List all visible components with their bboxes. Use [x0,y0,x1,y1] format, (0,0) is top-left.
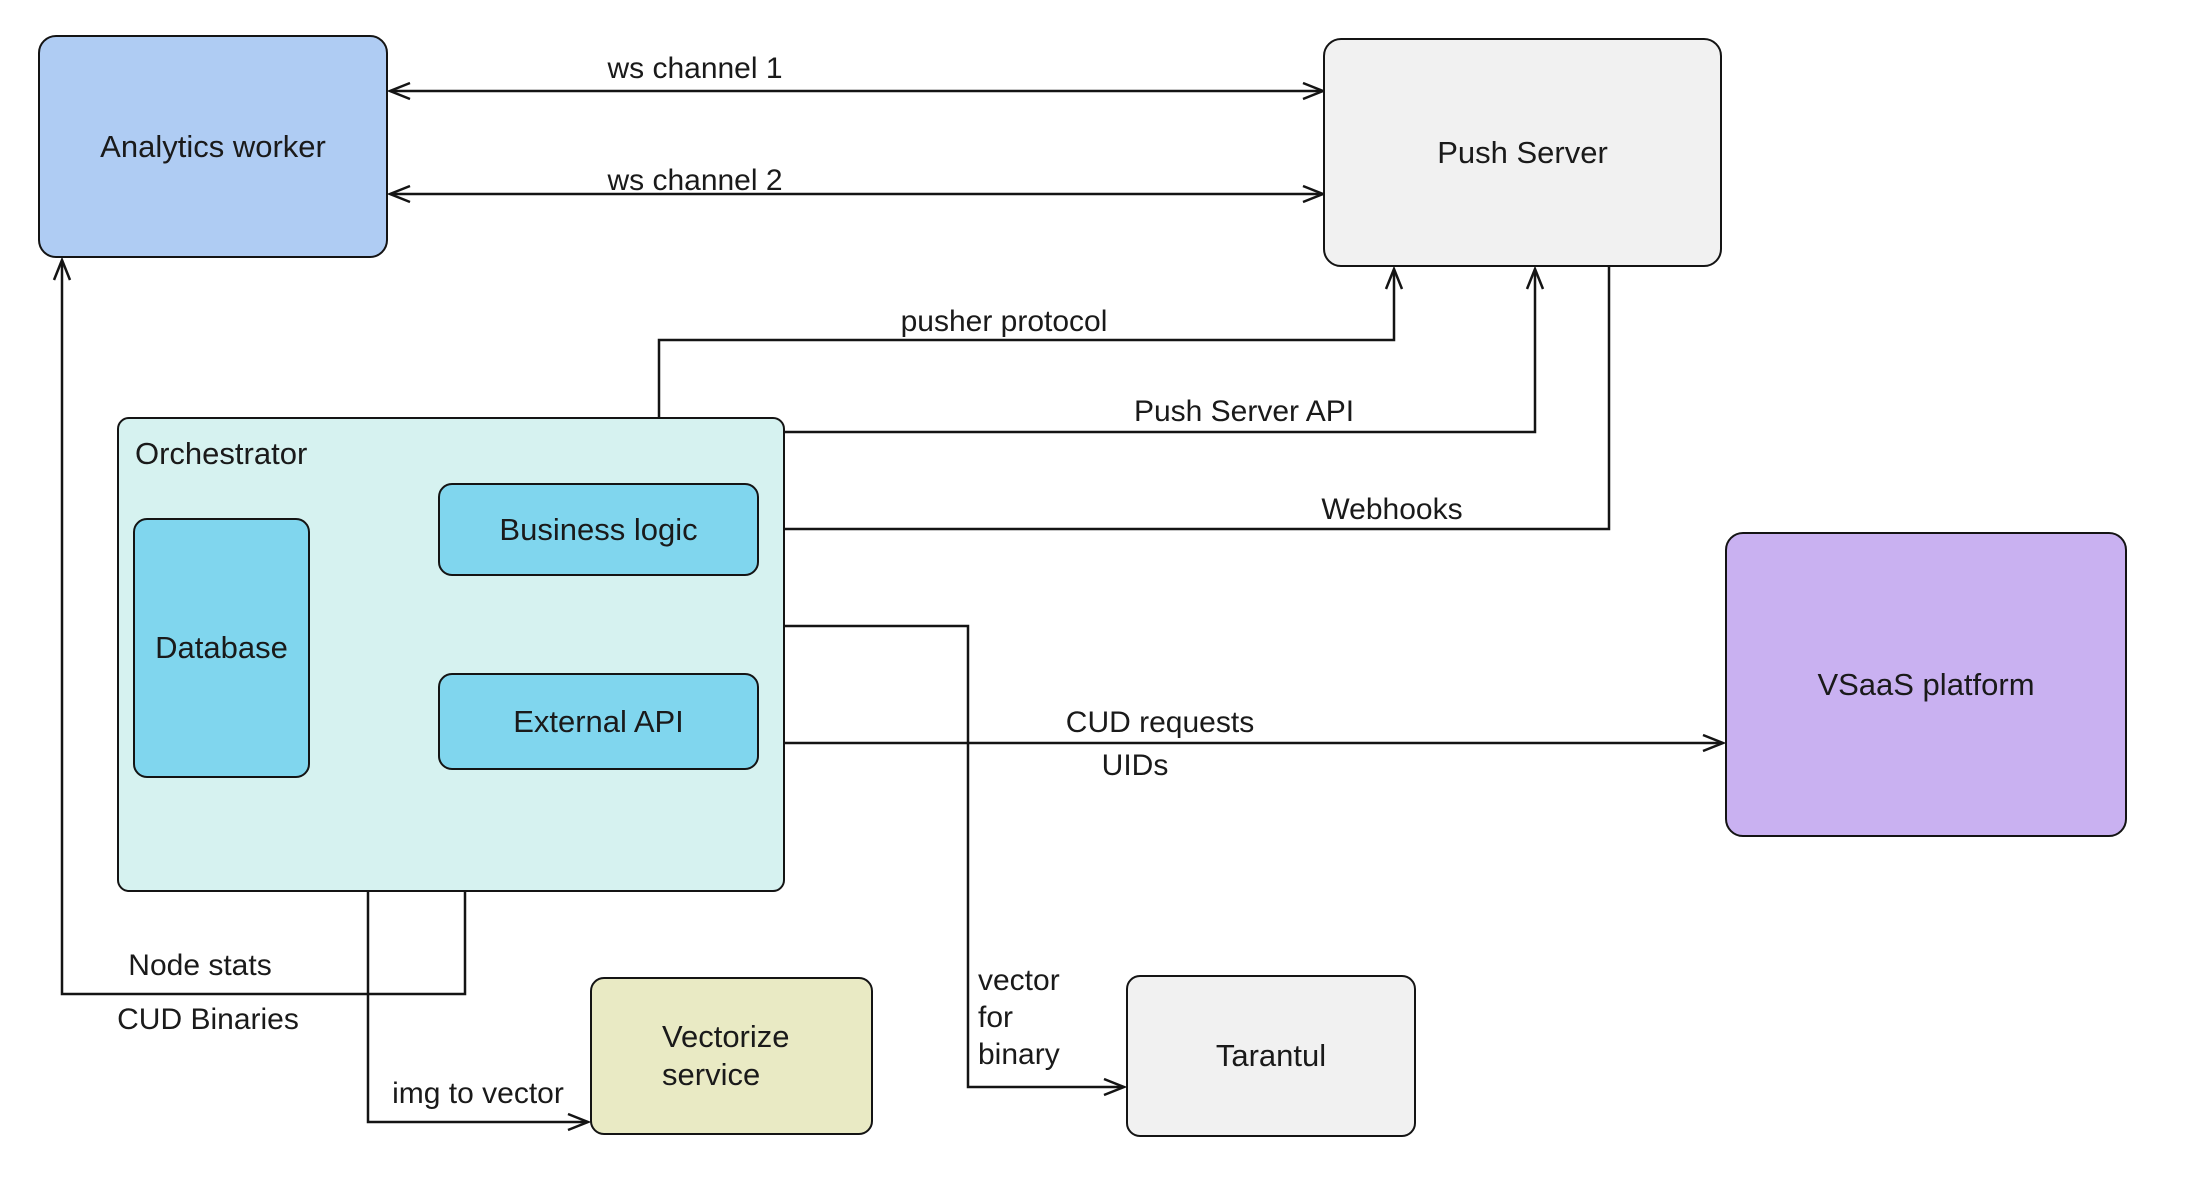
node-tarantul: Tarantul [1126,975,1416,1137]
arrowhead-left-icon [386,81,411,101]
node-vectorize-service: Vectorize service [590,977,873,1135]
arrowhead-up-icon [52,256,72,281]
arrowhead-right-icon [1103,1077,1128,1097]
arrowhead-left-icon [386,184,411,204]
node-business-logic: Business logic [438,483,759,576]
arrowhead-up-icon [1525,265,1545,290]
node-label: Database [155,630,288,666]
node-label: Push Server [1437,134,1608,170]
edge-label-cud-requests: CUD requests [1065,705,1255,739]
edge-label-ws-channel-1: ws channel 1 [607,51,783,85]
node-database: Database [133,518,310,778]
node-push-server: Push Server [1323,38,1722,267]
node-label: Tarantul [1215,1038,1327,1074]
node-analytics-worker: Analytics worker [38,35,388,258]
edge-label-push-server-api: Push Server API [1133,394,1355,428]
orchestrator-title: Orchestrator [135,436,308,471]
node-label: Analytics worker [100,128,326,164]
node-label: VSaaS platform [1817,666,2035,702]
edge-label-ws-channel-2: ws channel 2 [607,163,783,197]
node-label: External API [513,703,684,739]
edge-label-img-to-vector: img to vector [392,1076,564,1110]
edge-webhooks [763,267,1611,531]
edge-label-node-stats: Node stats [128,948,272,982]
edge-pusher-protocol [657,271,1396,479]
edge-label-uids: UIDs [1101,748,1169,782]
edge-label-webhooks: Webhooks [1321,492,1463,526]
node-label: Business logic [499,511,698,547]
edge-push-server-api [708,271,1537,479]
node-external-api: External API [438,673,759,770]
arrowhead-up-icon [1384,265,1404,290]
arrowhead-right-icon [1702,733,1727,753]
arrowhead-right-icon [567,1112,592,1132]
edge-label-pusher-protocol: pusher protocol [900,304,1108,338]
edge-label-vector-for-binary: vector for binary [978,964,1060,1071]
node-vsaas-platform: VSaaS platform [1725,532,2127,837]
node-label: Vectorize service [662,1019,790,1092]
edge-label-cud-binaries: CUD Binaries [117,1002,299,1036]
